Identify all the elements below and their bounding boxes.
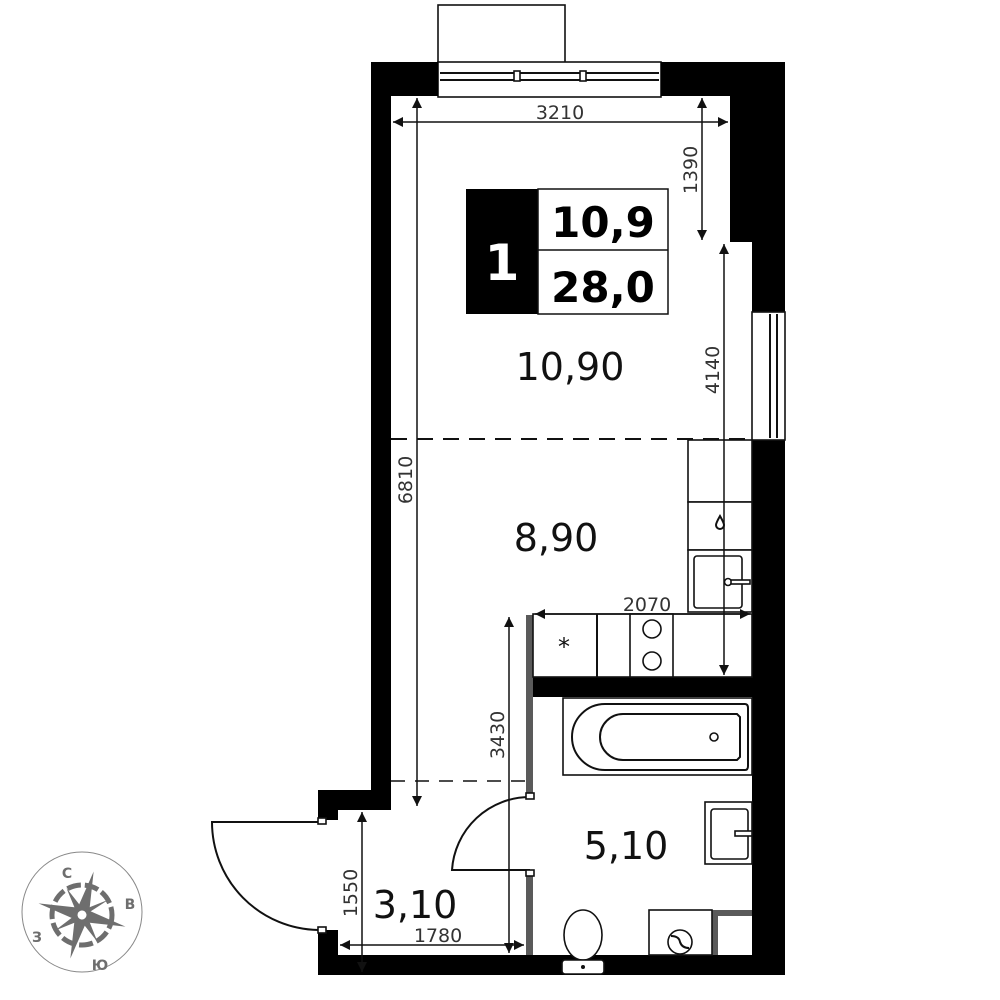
bathroom-door	[450, 792, 535, 877]
dim-kitchen-counter: 2070	[623, 594, 671, 616]
dimension-lines	[340, 98, 750, 972]
area-bathroom: 5,10	[584, 824, 669, 868]
compass-rose: С В Ю З	[21, 851, 143, 974]
dim-bathroom-length: 3430	[487, 711, 509, 759]
total-area: 28,0	[551, 263, 655, 312]
bathroom-sink	[704, 801, 753, 865]
rooms-count: 1	[485, 234, 520, 292]
window-right	[751, 311, 786, 441]
compass-north: С	[62, 866, 72, 882]
window-top	[437, 61, 662, 98]
dim-window-depth: 1390	[680, 146, 702, 194]
dim-right-length: 4140	[702, 346, 724, 394]
living-area: 10,9	[551, 198, 655, 247]
area-living-room: 10,90	[516, 345, 625, 389]
compass-south: Ю	[92, 958, 108, 974]
partitions	[526, 615, 752, 955]
bathtub	[562, 697, 753, 776]
dim-left-length: 6810	[395, 456, 417, 504]
compass-east: В	[125, 897, 136, 913]
washing-machine	[648, 909, 713, 956]
dim-hall-length: 1550	[340, 869, 362, 917]
apartment-summary-badge: 1 10,9 28,0	[466, 188, 669, 315]
dim-top-width: 3210	[536, 102, 584, 124]
compass-star-icon	[38, 871, 126, 959]
area-hallway: 3,10	[373, 883, 458, 927]
toilet	[561, 909, 605, 975]
dim-hall-width: 1780	[414, 925, 462, 947]
balcony	[437, 4, 566, 64]
entrance-door	[210, 817, 327, 934]
area-kitchen: 8,90	[514, 516, 599, 560]
compass-west: З	[32, 930, 42, 946]
exterior-walls	[318, 62, 785, 975]
fridge-icon: *	[558, 633, 570, 661]
